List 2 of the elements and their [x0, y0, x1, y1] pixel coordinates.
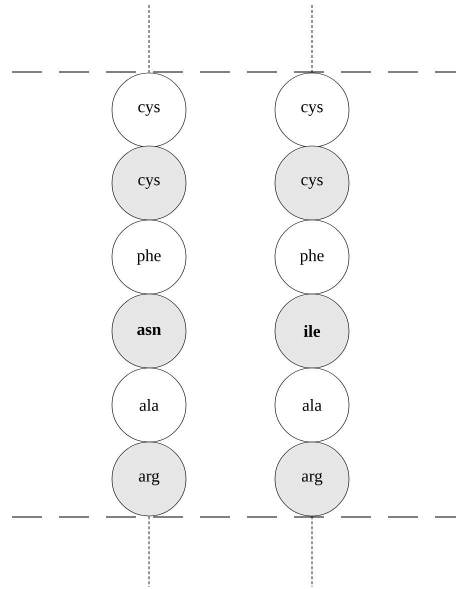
dotted-line [148, 516, 150, 588]
dotted-line [148, 4, 150, 74]
